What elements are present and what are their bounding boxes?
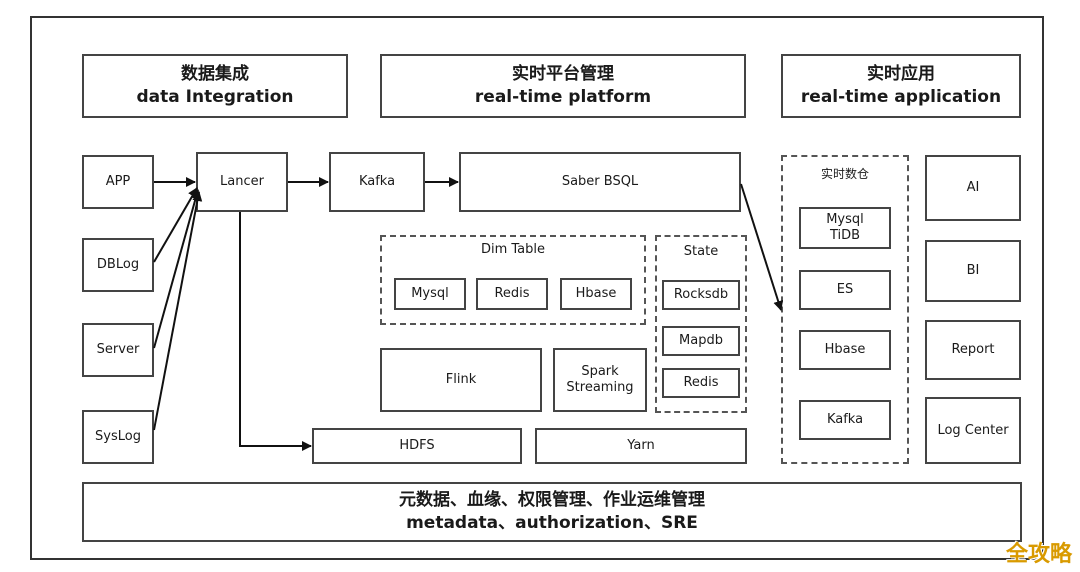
source-dblog: DBLog	[82, 238, 154, 292]
dim-hbase: Hbase	[560, 278, 632, 310]
footer-cn: 元数据、血缘、权限管理、作业运维管理	[399, 490, 705, 510]
warehouse-title: 实时数仓	[820, 167, 869, 181]
state-redis: Redis	[662, 368, 740, 398]
header-application-en: real-time application	[800, 87, 1002, 107]
app-bi: BI	[925, 240, 1021, 302]
node-spark-streaming: Spark Streaming	[553, 348, 647, 412]
spark-line-1: Spark	[581, 364, 619, 379]
node-saber-bsql: Saber BSQL	[459, 152, 741, 212]
warehouse-tidb: TiDB	[829, 228, 861, 243]
warehouse-mysql-tidb: Mysql TiDB	[799, 207, 891, 249]
node-yarn: Yarn	[535, 428, 747, 464]
header-data-integration: 数据集成 data Integration	[82, 54, 348, 118]
dim-mysql: Mysql	[394, 278, 466, 310]
state-rocksdb: Rocksdb	[662, 280, 740, 310]
header-realtime-platform: 实时平台管理 real-time platform	[380, 54, 746, 118]
app-ai: AI	[925, 155, 1021, 221]
footer-management: 元数据、血缘、权限管理、作业运维管理 metadata、authorizatio…	[82, 482, 1022, 542]
header-platform-cn: 实时平台管理	[512, 64, 614, 84]
footer-en: metadata、authorization、SRE	[406, 513, 698, 533]
app-log-center: Log Center	[925, 397, 1021, 464]
warehouse-hbase: Hbase	[799, 330, 891, 370]
header-realtime-application: 实时应用 real-time application	[781, 54, 1021, 118]
app-report: Report	[925, 320, 1021, 380]
header-platform-en: real-time platform	[474, 87, 652, 107]
group-dim-table	[380, 235, 646, 325]
node-flink: Flink	[380, 348, 542, 412]
dim-table-title: Dim Table	[480, 242, 546, 257]
header-integration-en: data Integration	[136, 87, 294, 107]
dim-redis: Redis	[476, 278, 548, 310]
header-application-cn: 实时应用	[867, 64, 935, 84]
state-title: State	[683, 244, 719, 259]
source-app: APP	[82, 155, 154, 209]
node-hdfs: HDFS	[312, 428, 522, 464]
source-server: Server	[82, 323, 154, 377]
warehouse-kafka: Kafka	[799, 400, 891, 440]
warehouse-mysql: Mysql	[826, 212, 864, 227]
watermark-logo: 全攻略	[1005, 542, 1072, 567]
node-lancer: Lancer	[196, 152, 288, 212]
source-syslog: SysLog	[82, 410, 154, 464]
spark-line-2: Streaming	[566, 380, 634, 395]
state-mapdb: Mapdb	[662, 326, 740, 356]
warehouse-es: ES	[799, 270, 891, 310]
group-state	[655, 235, 747, 413]
node-kafka: Kafka	[329, 152, 425, 212]
header-integration-cn: 数据集成	[181, 64, 249, 84]
